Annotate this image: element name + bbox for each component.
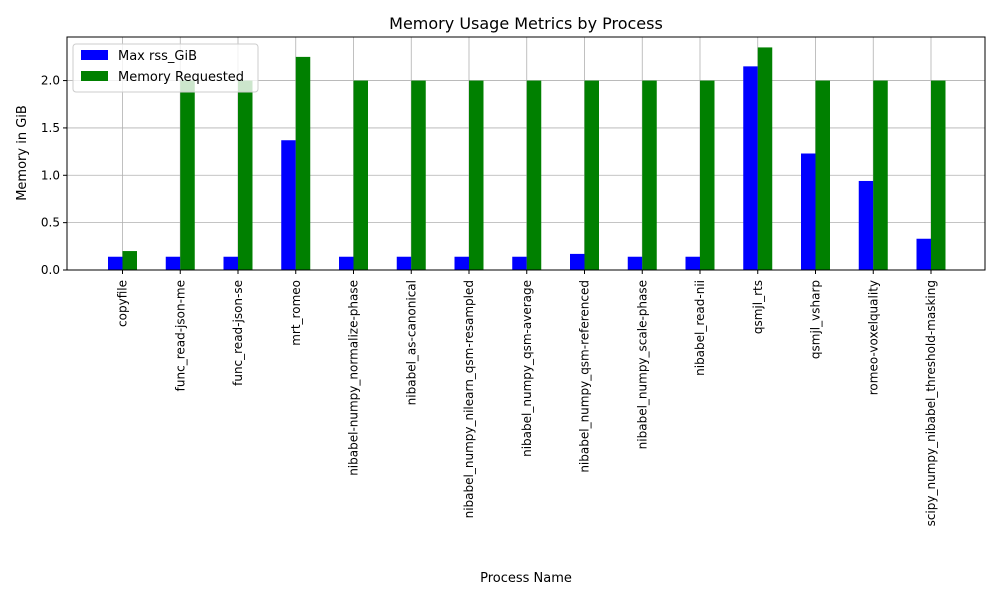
x-tick-label: mrt_romeo [289,280,303,346]
x-tick-label: func_read-json-se [231,280,245,386]
y-tick-label: 0.0 [41,263,60,277]
x-axis-ticks: copyfile func_read-json-me func_read-json-… [116,270,938,526]
bar-max-rss [108,256,123,270]
y-tick-label: 2.0 [41,74,60,88]
bar-max-rss [281,140,296,270]
bar-memory-requested [700,80,715,270]
legend: Max rss_GiB Memory Requested [72,43,259,93]
bar-memory-requested [642,80,657,270]
plot-frame [66,36,986,271]
y-axis-ticks: 0.0 0.5 1.0 1.5 2.0 [41,74,67,277]
bar-memory-requested [815,80,830,270]
legend-swatch-memory-requested [81,71,108,81]
bar-max-rss [339,256,354,270]
x-tick-label: nibabel_numpy_scale-phase [635,280,649,449]
legend-swatch-max-rss [81,50,108,60]
bar-max-rss [801,153,816,270]
y-tick-label: 1.0 [41,168,60,182]
bar-memory-requested [353,80,368,270]
bar-memory-requested [526,80,542,270]
x-tick-label: nibabel_numpy_qsm-referenced [578,280,592,473]
bar-max-rss [396,256,412,270]
legend-box [72,43,259,93]
bar-memory-requested [584,80,599,270]
bar-memory-requested [295,56,311,270]
bar-memory-requested [873,80,888,270]
x-tick-label: romeo-voxelquality [866,280,880,395]
bar-memory-requested [122,251,137,270]
x-tick-label: func_read-json-me [173,280,187,391]
bar-max-rss [223,256,238,270]
bar-max-rss [685,256,700,270]
y-tick-label: 1.5 [41,121,60,135]
bar-memory-requested [180,80,195,270]
x-tick-label: qsmjl_vsharp [809,280,823,359]
chart-title: Memory Usage Metrics by Process [389,14,663,33]
bar-memory-requested [469,80,484,270]
x-tick-label: scipy_numpy_nibabel_threshold-masking [924,280,938,526]
bar-max-rss [858,180,874,270]
bars [108,47,946,270]
x-tick-label: copyfile [116,280,130,327]
bar-memory-requested [931,80,946,270]
bar-max-rss [743,66,758,270]
bar-memory-requested [238,80,253,270]
bar-max-rss [627,256,643,270]
x-tick-label: nibabel-numpy_normalize-phase [347,280,361,476]
bar-max-rss [916,238,931,270]
x-tick-label: nibabel_read-nii [693,280,707,376]
x-tick-label: nibabel_as-canonical [404,280,418,405]
bar-max-rss [570,253,585,270]
x-tick-label: qsmjl_rts [751,280,765,334]
x-axis-label: Process Name [480,571,572,586]
legend-label-max-rss: Max rss_GiB [118,49,197,64]
y-tick-label: 0.5 [41,216,60,230]
bar-max-rss [512,256,527,270]
legend-label-memory-requested: Memory Requested [118,70,244,85]
bar-memory-requested [411,80,426,270]
bar-memory-requested [757,47,773,270]
x-tick-label: nibabel_numpy_qsm-average [520,280,534,457]
x-tick-label: nibabel_numpy_nilearn_qsm-resampled [462,280,476,518]
bar-max-rss [165,256,181,270]
y-axis-label: Memory in GiB [15,105,30,201]
bar-max-rss [454,256,469,270]
